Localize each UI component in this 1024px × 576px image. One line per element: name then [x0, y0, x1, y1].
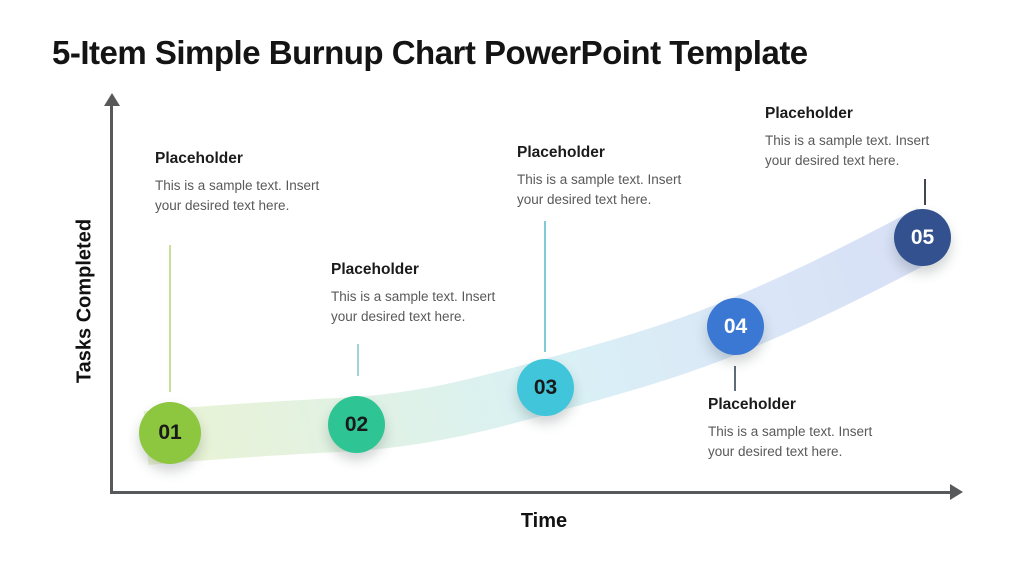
text-block-03: Placeholder This is a sample text. Inser… [517, 144, 717, 209]
block-heading: Placeholder [155, 150, 243, 167]
block-body: This is a sample text. Insert your desir… [708, 424, 873, 459]
text-block-04: Placeholder This is a sample text. Inser… [708, 396, 908, 461]
block-heading: Placeholder [765, 105, 853, 122]
block-body: This is a sample text. Insert your desir… [331, 289, 496, 324]
step-circle-03: 03 [517, 359, 574, 416]
y-axis [110, 104, 113, 493]
step-number: 03 [533, 375, 558, 399]
x-axis [110, 491, 953, 494]
block-body: This is a sample text. Insert your desir… [155, 178, 320, 213]
text-block-05: Placeholder This is a sample text. Inser… [765, 105, 965, 170]
step-circle-05: 05 [894, 209, 951, 266]
y-axis-label: Tasks Completed [73, 218, 96, 384]
leader-line-03 [544, 221, 546, 352]
leader-line-05 [924, 179, 926, 205]
step-number: 01 [158, 421, 182, 444]
leader-line-02 [357, 344, 359, 376]
block-body: This is a sample text. Insert your desir… [517, 172, 682, 207]
step-circle-02: 02 [328, 396, 385, 453]
leader-line-04 [734, 366, 736, 391]
text-block-02: Placeholder This is a sample text. Inser… [331, 261, 531, 326]
step-circle-01: 01 [139, 402, 201, 464]
text-block-01: Placeholder This is a sample text. Inser… [155, 150, 355, 215]
step-circle-04: 04 [707, 298, 764, 355]
x-axis-label: Time [520, 510, 568, 532]
y-axis-arrow-icon [104, 93, 120, 106]
slide-title: 5-Item Simple Burnup Chart PowerPoint Te… [52, 34, 808, 71]
block-heading: Placeholder [517, 144, 605, 161]
step-number: 05 [910, 225, 935, 249]
leader-line-01 [169, 245, 171, 392]
x-axis-arrow-icon [950, 484, 963, 500]
step-number: 02 [344, 412, 369, 436]
block-heading: Placeholder [331, 261, 419, 278]
block-body: This is a sample text. Insert your desir… [765, 133, 930, 168]
block-heading: Placeholder [708, 396, 796, 413]
step-number: 04 [723, 314, 748, 338]
